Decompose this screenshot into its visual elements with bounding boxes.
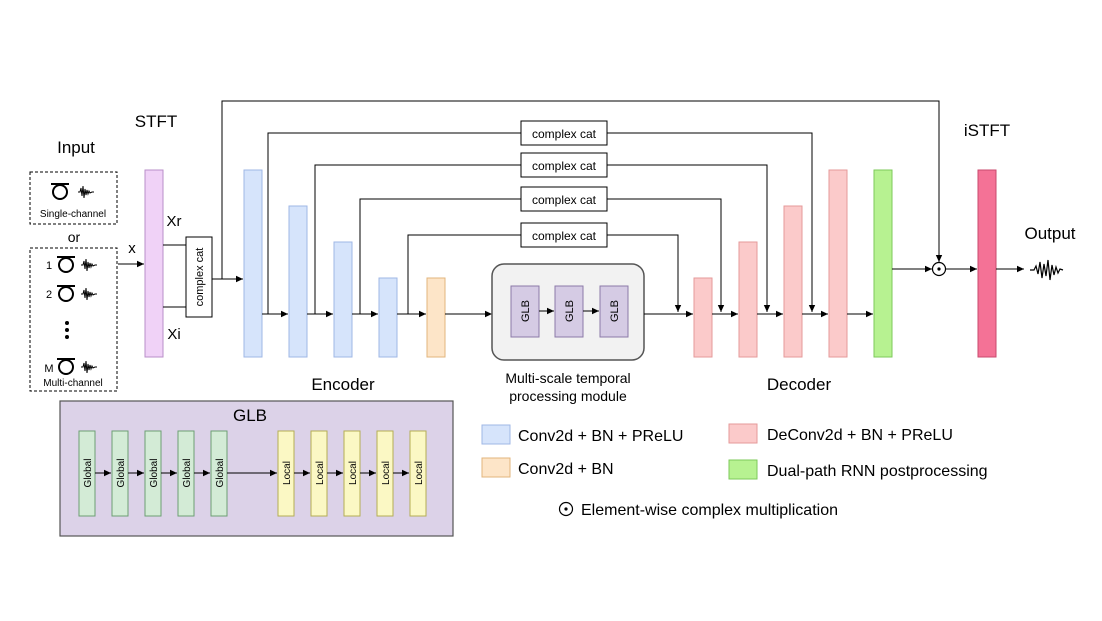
- stft-title: STFT: [135, 112, 178, 131]
- multiplication-legend-icon: [558, 501, 574, 517]
- glb-block-3: [599, 285, 629, 338]
- legend-label-rnn: Dual-path RNN postprocessing: [767, 463, 988, 480]
- global-block-label: Global: [215, 459, 226, 488]
- encoder-block-1: [243, 169, 263, 358]
- legend-label-encoder: Conv2d + BN + PReLU: [518, 428, 683, 445]
- legend-swatch-bottleneck: [481, 457, 511, 478]
- encoder-block-2: [288, 205, 308, 358]
- local-block-label: Local: [315, 461, 326, 485]
- global-block-label: Global: [116, 459, 127, 488]
- rnn-block: [873, 169, 893, 358]
- complex-cat-skip-2: [520, 152, 608, 178]
- glb-panel-title: GLB: [233, 406, 267, 425]
- single-channel-box: [29, 171, 118, 225]
- bypass-connection: [221, 100, 943, 279]
- istft-title: iSTFT: [964, 121, 1010, 140]
- local-block-5: [409, 430, 427, 517]
- complex-cat-skip-label: complex cat: [532, 193, 597, 207]
- legend-swatch-rnn: [728, 459, 758, 480]
- decoder-block-4: [828, 169, 848, 358]
- glb-block-2: [554, 285, 584, 338]
- mic-m-label: M: [44, 363, 53, 375]
- decoder-block-1: [693, 277, 713, 358]
- multi-channel-label: Multi-channel: [43, 378, 102, 389]
- mic-1-label: 1: [46, 260, 52, 272]
- output-waveform-icon: [1030, 259, 1064, 281]
- microphone-icon: [51, 183, 69, 200]
- legend-label-bottleneck: Conv2d + BN: [518, 461, 614, 478]
- global-block-label: Global: [83, 459, 94, 488]
- x-label: x: [128, 240, 136, 257]
- local-block-label: Local: [282, 461, 293, 485]
- complex-cat-input-block: [185, 236, 213, 318]
- waveform-icon: [78, 185, 94, 199]
- module-label-line1: Multi-scale temporal: [505, 370, 630, 386]
- xr-label: Xr: [167, 213, 182, 230]
- bottleneck-block: [426, 277, 446, 358]
- local-block-label: Local: [414, 461, 425, 485]
- encoder-label: Encoder: [311, 375, 375, 394]
- microphone-icon: [57, 256, 75, 273]
- glb-block-label: GLB: [520, 300, 532, 322]
- complex-cat-skip-1: [520, 120, 608, 146]
- waveform-icon: [81, 258, 97, 272]
- glb-block-1: [510, 285, 540, 338]
- legend-label-decoder: DeConv2d + BN + PReLU: [767, 427, 953, 444]
- xi-label: Xi: [167, 326, 180, 343]
- global-block-label: Global: [182, 459, 193, 488]
- waveform-icon: [81, 287, 97, 301]
- decoder-block-3: [783, 205, 803, 358]
- decoder-label: Decoder: [767, 375, 832, 394]
- module-label-line2: processing module: [509, 388, 627, 404]
- input-title: Input: [57, 138, 95, 157]
- complex-cat-skip-label: complex cat: [532, 127, 597, 141]
- output-title: Output: [1024, 224, 1075, 243]
- glb-block-label: GLB: [609, 300, 621, 322]
- single-channel-label: Single-channel: [40, 209, 106, 220]
- complex-cat-skip-3: [520, 186, 608, 212]
- complex-cat-input-label: complex cat: [194, 248, 206, 307]
- or-label: or: [68, 229, 81, 245]
- istft-block: [977, 169, 997, 358]
- microphone-icon: [57, 358, 75, 375]
- legend-label-mult: Element-wise complex multiplication: [581, 502, 838, 519]
- local-block-label: Local: [348, 461, 359, 485]
- waveform-icon: [81, 360, 97, 374]
- legend-swatch-decoder: [728, 423, 758, 444]
- glb-block-label: GLB: [564, 300, 576, 322]
- decoder-block-2: [738, 241, 758, 358]
- vertical-ellipsis-icon: [65, 321, 69, 339]
- legend-swatch-encoder: [481, 424, 511, 445]
- local-block-label: Local: [381, 461, 392, 485]
- stft-block: [144, 169, 164, 358]
- complex-cat-skip-4: [520, 222, 608, 248]
- mic-2-label: 2: [46, 289, 52, 301]
- encoder-block-3: [333, 241, 353, 358]
- encoder-block-4: [378, 277, 398, 358]
- complex-cat-skip-label: complex cat: [532, 159, 597, 173]
- microphone-icon: [57, 285, 75, 302]
- complex-cat-skip-label: complex cat: [532, 229, 597, 243]
- global-block-label: Global: [149, 459, 160, 488]
- complex-multiplication-icon: [931, 261, 947, 277]
